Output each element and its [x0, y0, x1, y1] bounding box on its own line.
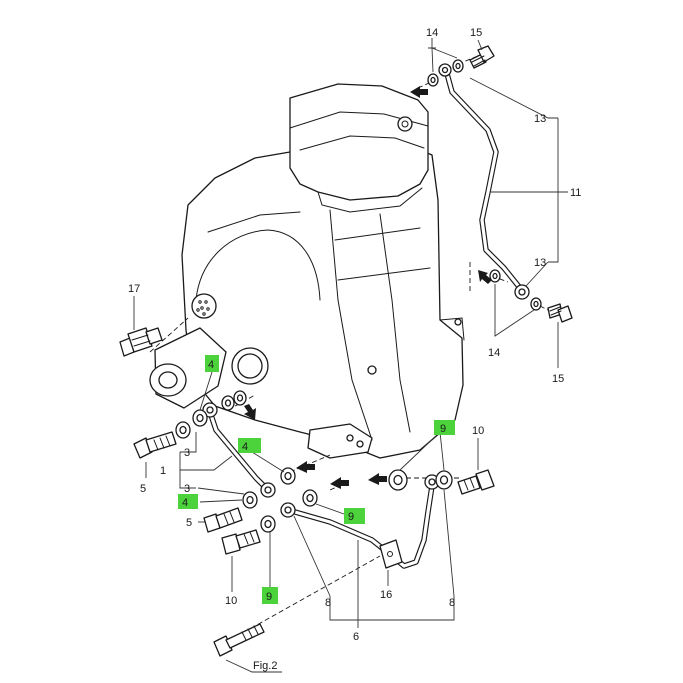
label-13-top: 13: [534, 113, 546, 125]
highlight-9-c: [262, 587, 278, 604]
highlight-9-b: [434, 420, 455, 435]
head-lower-rim: [317, 187, 423, 213]
block-fin-1: [207, 211, 301, 233]
label-6: 6: [353, 631, 359, 643]
label-fig2: Fig.2: [253, 660, 277, 672]
gallery-bolt-1: [346, 434, 354, 442]
engine-block: [149, 83, 465, 459]
arrow-lower-4: [368, 473, 387, 485]
washer-14-top: [427, 59, 464, 87]
block-bolt: [367, 365, 377, 375]
bolt-10-left: [221, 529, 261, 555]
label-9-a: 9: [348, 511, 354, 523]
bolt-5-lower: [203, 507, 243, 533]
label-13-mid: 13: [534, 257, 546, 269]
arrow-lower-2: [296, 461, 315, 473]
breather-grill: [191, 293, 217, 319]
label-15-top: 15: [470, 27, 482, 39]
leader-lines: [133, 38, 568, 673]
label-4-c: 4: [182, 497, 188, 509]
label-10-b: 10: [472, 425, 484, 437]
label-5-a: 5: [140, 483, 146, 495]
label-3-a: 3: [184, 447, 190, 459]
right-mount-bracket: [439, 317, 465, 341]
label-10-a: 10: [225, 595, 237, 607]
lower-oil-gallery: [307, 423, 373, 459]
label-8-b: 8: [449, 597, 455, 609]
bolt-5-upper: [133, 431, 177, 459]
head-plug: [397, 116, 413, 132]
label-4-a: 4: [208, 359, 214, 371]
label-14-top: 14: [426, 27, 438, 39]
label-9-c: 9: [266, 591, 272, 603]
highlight-boxes: [178, 355, 455, 604]
highlight-4-c: [178, 494, 198, 509]
gallery-bolt-2: [356, 440, 364, 448]
block-fin-3: [337, 267, 431, 281]
label-9-b: 9: [440, 423, 446, 435]
crankcase-body: [181, 149, 464, 459]
bolt-15-mid: [547, 303, 573, 323]
block-edge-1: [329, 209, 373, 441]
block-fin-2: [334, 227, 421, 241]
arrow-lower-1: [244, 404, 256, 420]
arrow-right: [478, 270, 492, 284]
highlight-4-b: [238, 438, 261, 453]
cylinder-head: [289, 83, 429, 201]
pressure-switch-17: [119, 327, 163, 357]
callout-labels: 14 15 13 11 13 14 15 17 4 4 4 3 3 1 5 5 …: [128, 27, 581, 672]
label-1: 1: [160, 465, 166, 477]
oil-pipe-11: [438, 63, 530, 300]
long-bolt-fig2: [213, 623, 265, 657]
label-4-b: 4: [242, 441, 248, 453]
label-14-mid: 14: [488, 347, 500, 359]
highlight-9-a: [344, 508, 365, 524]
block-bolt-right: [454, 318, 462, 326]
washer-14-mid: [489, 269, 542, 311]
arrow-top: [410, 86, 428, 98]
direction-arrows: [244, 86, 492, 489]
washers-lower: [175, 390, 453, 533]
label-15-mid: 15: [552, 373, 564, 385]
bolt-10-right: [457, 469, 495, 495]
head-cover-rim: [299, 135, 425, 151]
label-8-a: 8: [325, 597, 331, 609]
block-edge-2: [379, 213, 411, 433]
clamp-16: [379, 539, 403, 569]
label-5-b: 5: [186, 517, 192, 529]
label-3-b: 3: [184, 483, 190, 495]
label-17: 17: [128, 283, 140, 295]
label-11: 11: [570, 187, 581, 199]
highlight-4-a: [205, 355, 219, 372]
label-16: 16: [380, 589, 392, 601]
flywheel-housing: [195, 229, 321, 301]
arrow-lower-3: [330, 477, 349, 489]
